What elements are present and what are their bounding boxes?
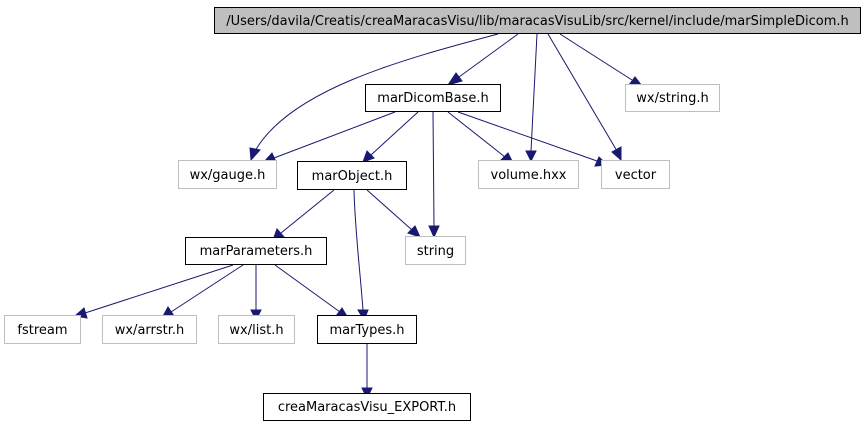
node-fstream-label: fstream bbox=[17, 323, 67, 338]
node-export[interactable]: creaMaracasVisu_EXPORT.h bbox=[263, 393, 471, 421]
edge-root-to-mardicombase bbox=[458, 33, 519, 78]
arrowhead-string-from-marobject bbox=[407, 225, 421, 238]
arrowheads bbox=[73, 72, 644, 400]
node-volume-label: volume.hxx bbox=[491, 168, 567, 183]
node-marobject[interactable]: marObject.h bbox=[297, 161, 407, 190]
edge-root-to-wxstring bbox=[559, 33, 633, 81]
edge-mardicombase-to-marobject bbox=[370, 111, 419, 156]
node-wxarrstr[interactable]: wx/arrstr.h bbox=[102, 315, 197, 344]
node-wxstring-label: wx/string.h bbox=[636, 91, 708, 106]
arrowhead-string-from-mardicombase bbox=[428, 225, 440, 239]
edge-mardicombase-to-string bbox=[432, 111, 435, 227]
edge-marobject-to-martypes bbox=[353, 189, 364, 311]
node-vector[interactable]: vector bbox=[601, 160, 670, 189]
node-marparameters[interactable]: marParameters.h bbox=[185, 237, 327, 265]
arrowhead-marobject bbox=[362, 150, 375, 163]
node-fstream[interactable]: fstream bbox=[4, 315, 81, 344]
node-mardicombase-label: marDicomBase.h bbox=[377, 91, 488, 106]
edge-mardicombase-to-wxgauge bbox=[273, 111, 396, 159]
edge-mardicombase-to-volume bbox=[447, 111, 506, 158]
node-vector-label: vector bbox=[615, 168, 657, 183]
node-wxstring[interactable]: wx/string.h bbox=[625, 84, 720, 112]
edge-marobject-to-string bbox=[366, 189, 413, 231]
edge-root-to-volume bbox=[530, 33, 538, 152]
node-martypes-label: marTypes.h bbox=[330, 323, 405, 338]
node-string-label: string bbox=[417, 244, 454, 259]
edge-marobject-to-marparameters bbox=[280, 189, 335, 234]
edge-marparameters-to-wxarrstr bbox=[170, 264, 244, 313]
node-wxlist[interactable]: wx/list.h bbox=[218, 315, 295, 344]
arrowhead-vector-from-root bbox=[611, 146, 622, 162]
node-mardicombase[interactable]: marDicomBase.h bbox=[365, 84, 501, 112]
node-wxarrstr-label: wx/arrstr.h bbox=[115, 323, 185, 338]
node-string[interactable]: string bbox=[405, 236, 466, 265]
node-marparameters-label: marParameters.h bbox=[200, 244, 313, 259]
node-wxlist-label: wx/list.h bbox=[229, 323, 283, 338]
node-martypes[interactable]: marTypes.h bbox=[317, 315, 417, 344]
node-marobject-label: marObject.h bbox=[312, 169, 393, 184]
arrowhead-volume-from-root bbox=[525, 150, 537, 163]
edge-root-to-vector bbox=[547, 33, 618, 152]
edge-root-to-wxgauge bbox=[254, 33, 499, 152]
edge-marparameters-to-martypes bbox=[274, 264, 341, 313]
node-export-label: creaMaracasVisu_EXPORT.h bbox=[278, 400, 456, 415]
node-wxgauge[interactable]: wx/gauge.h bbox=[178, 160, 277, 189]
node-volume[interactable]: volume.hxx bbox=[478, 160, 579, 189]
edges bbox=[84, 33, 633, 388]
node-root-label: /Users/davila/Creatis/creaMaracasVisu/li… bbox=[226, 14, 849, 29]
edge-marparameters-to-fstream bbox=[84, 264, 234, 314]
arrowhead-mardicombase bbox=[446, 72, 463, 86]
edge-mardicombase-to-vector bbox=[457, 111, 598, 162]
node-wxgauge-label: wx/gauge.h bbox=[190, 168, 266, 183]
node-root[interactable]: /Users/davila/Creatis/creaMaracasVisu/li… bbox=[214, 7, 861, 34]
arrowhead-wxgauge-from-root bbox=[249, 147, 261, 162]
